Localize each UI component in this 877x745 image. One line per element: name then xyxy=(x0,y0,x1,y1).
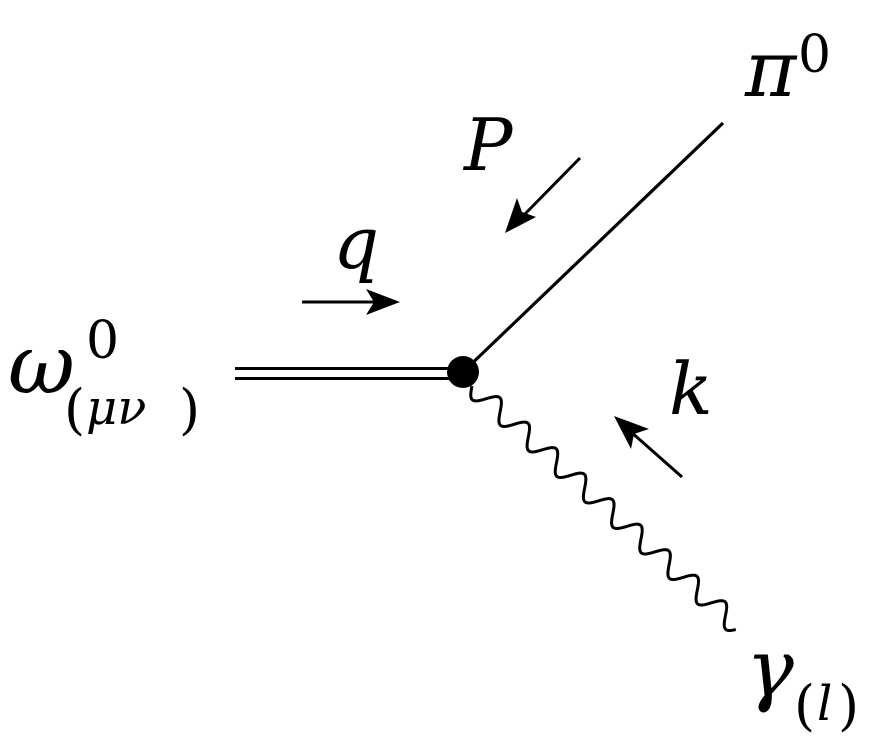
photon-wavy-line xyxy=(469,385,737,633)
photon-subscript-close: ) xyxy=(838,674,859,737)
q-label: q xyxy=(333,201,379,285)
omega-symbol: ω xyxy=(8,318,75,413)
photon-label: γ ( l ) xyxy=(746,622,859,737)
k-momentum-arrow xyxy=(614,416,683,479)
photon-subscript-index: l xyxy=(817,676,832,732)
omega-subscript-indices: μν xyxy=(86,380,146,436)
omega-subscript-close: ) xyxy=(179,378,200,441)
pion-line xyxy=(461,121,725,374)
k-label: k xyxy=(669,347,713,431)
p-label: P xyxy=(462,103,514,187)
omega-propagator-double-line xyxy=(235,367,463,380)
photon-subscript-open: ( xyxy=(794,674,815,737)
photon-symbol: γ xyxy=(746,622,794,715)
vertex-dot xyxy=(447,356,479,388)
p-momentum-arrow xyxy=(505,156,582,233)
pion-symbol: π xyxy=(744,25,798,115)
pion-superscript: 0 xyxy=(798,25,831,85)
omega-label: ω 0 ( μν ) xyxy=(8,311,200,441)
q-momentum-arrow xyxy=(302,289,400,315)
omega-superscript: 0 xyxy=(86,311,119,371)
omega-subscript-open: ( xyxy=(64,378,85,441)
pion-label: π 0 xyxy=(744,25,831,115)
